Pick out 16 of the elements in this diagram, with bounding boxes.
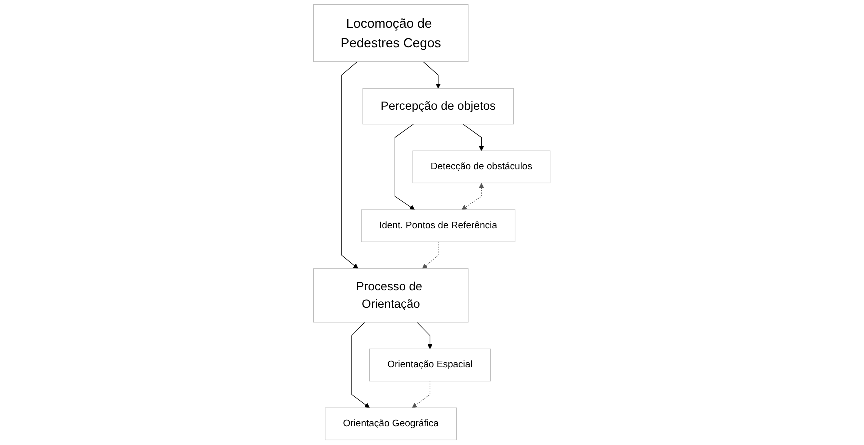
arrow (352, 322, 370, 408)
arrow (422, 62, 442, 89)
arrow (462, 183, 484, 210)
node-box: Ident. Pontos de Referência (361, 210, 516, 242)
node-box: Detecção de obstáculos (412, 150, 551, 184)
arrow (342, 62, 358, 270)
node-box: Orientação Geográfica (325, 408, 458, 441)
arrow (394, 124, 416, 210)
node-box: Percepção de objetos (362, 88, 514, 125)
node-box: Processo de Orientação (313, 268, 469, 323)
node-box: Locomoção de Pedestres Cegos (313, 4, 469, 62)
arrow (462, 124, 484, 152)
arrow (412, 381, 430, 408)
node-box: Orientação Espacial (369, 348, 491, 382)
arrow (416, 322, 433, 350)
arrow (422, 242, 439, 270)
